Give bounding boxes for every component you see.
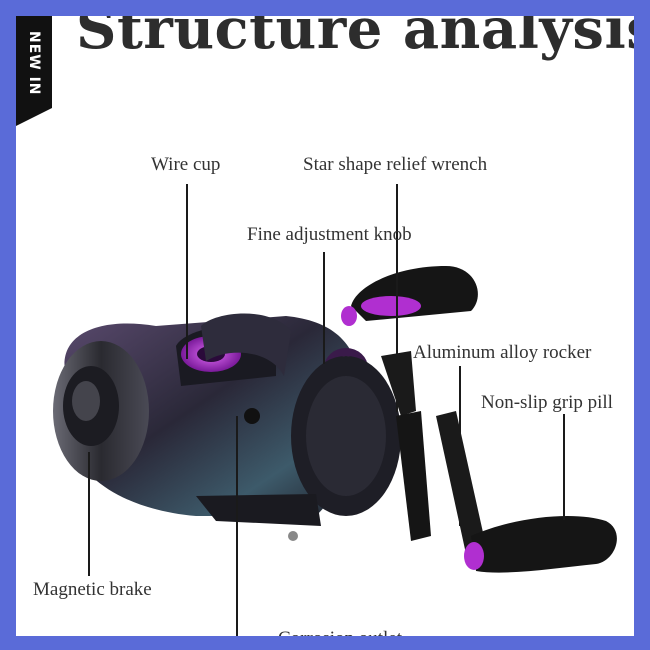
callout-line-magnetic-brake [88,452,90,576]
label-star-wrench: Star shape relief wrench [303,154,488,175]
label-grip: Non-slip grip pill [481,392,613,413]
product-image-frame: Structure analysis NEW IN [16,16,634,636]
callout-line-fine-knob [323,252,325,364]
new-in-label: NEW IN [26,30,42,96]
baitcasting-reel-illustration [53,266,617,573]
callout-line-star-wrench [396,184,398,412]
callout-line-wire-cup [186,184,188,359]
callout-line-grip [563,414,565,520]
callout-line-rocker [459,366,461,526]
label-wire-cup: Wire cup [151,154,221,175]
label-rocker: Aluminum alloy rocker [413,342,592,363]
callout-line-outlet [236,416,238,636]
new-in-ribbon [16,16,52,126]
label-cut-off: Corrosion outlet [278,628,402,636]
label-fine-knob: Fine adjustment knob [247,224,412,245]
page-title: Structure analysis [76,16,634,62]
label-magnetic-brake: Magnetic brake [33,579,152,600]
